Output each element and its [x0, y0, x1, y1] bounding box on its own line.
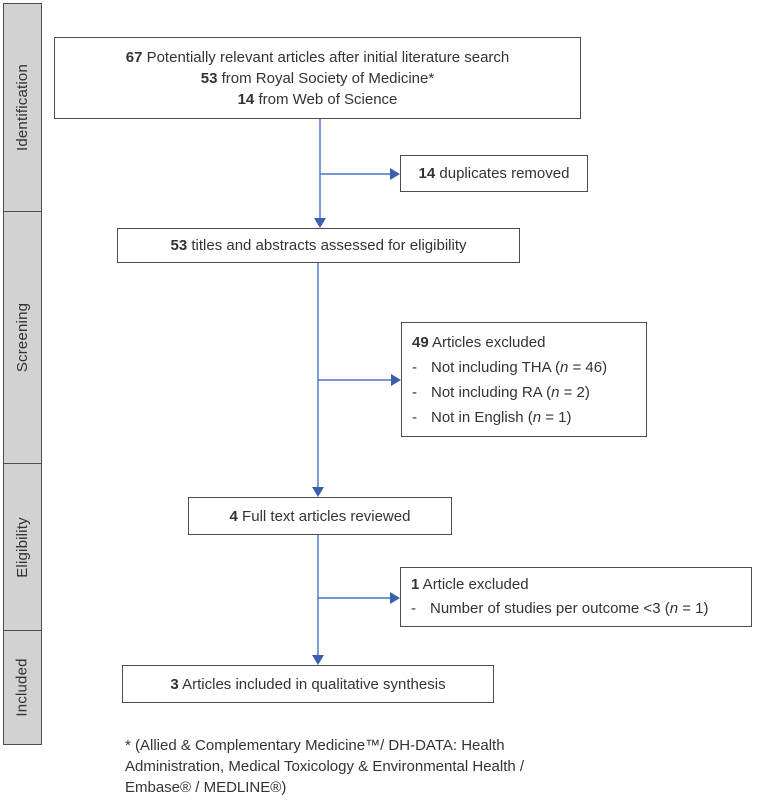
excluded-screening-item-3: - Not in English (n = 1) — [412, 405, 636, 430]
assessed-line: 53 titles and abstracts assessed for eli… — [171, 235, 467, 256]
count-excluded-screening: 49 — [412, 334, 429, 351]
arrowhead-initial-to-assessed — [314, 218, 326, 228]
item-n: n — [669, 600, 679, 617]
initial-search-line-3: 14 from Web of Science — [238, 89, 398, 110]
initial-search-text-1: Potentially relevant articles after init… — [142, 48, 510, 66]
item-post: = 1) — [541, 409, 572, 426]
item-post: = 1) — [678, 600, 709, 617]
stage-band-screening: Screening — [3, 211, 42, 464]
excluded-eligibility-title: 1 Article excluded — [411, 573, 741, 597]
fulltext-line: 4 Full text articles reviewed — [230, 506, 411, 527]
box-assessed: 53 titles and abstracts assessed for eli… — [117, 228, 520, 263]
box-included-synthesis: 3 Articles included in qualitative synth… — [122, 665, 494, 703]
count-fulltext: 4 — [229, 507, 238, 525]
bullet-dash: - — [411, 600, 416, 617]
bullet-dash: - — [412, 359, 417, 376]
count-wos: 14 — [237, 90, 255, 108]
arrowhead-branch-excluded-eligibility — [390, 592, 400, 604]
initial-search-text-3: from Web of Science — [254, 90, 398, 108]
fulltext-text: Full text articles reviewed — [237, 507, 411, 525]
footnote-line-1: * (Allied & Complementary Medicine™/ DH-… — [125, 737, 505, 754]
arrowhead-branch-excluded-screening — [391, 374, 401, 386]
excluded-screening-item-2: - Not including RA (n = 2) — [412, 380, 636, 405]
item-pre: Not including THA ( — [431, 359, 560, 376]
excluded-screening-item-3-text: Not in English (n = 1) — [431, 405, 636, 430]
excluded-screening-item-2-text: Not including RA (n = 2) — [431, 380, 636, 405]
assessed-text: titles and abstracts assessed for eligib… — [187, 237, 467, 254]
duplicates-text: duplicates removed — [435, 165, 570, 182]
footnote: * (Allied & Complementary Medicine™/ DH-… — [125, 735, 595, 798]
arrowhead-assessed-to-fulltext — [312, 487, 324, 497]
excluded-screening-item-1: - Not including THA (n = 46) — [412, 355, 636, 380]
stage-band-included: Included — [3, 630, 42, 745]
arrowhead-branch-duplicates — [390, 168, 400, 180]
count-duplicates: 14 — [418, 165, 436, 182]
duplicates-line: 14 duplicates removed — [419, 163, 570, 184]
bullet-dash: - — [412, 384, 417, 401]
included-line: 3 Articles included in qualitative synth… — [170, 674, 445, 695]
initial-search-line-2: 53 from Royal Society of Medicine* — [201, 68, 434, 89]
excluded-eligibility-title-text: Article excluded — [419, 576, 529, 593]
count-excluded-eligibility: 1 — [411, 576, 420, 593]
footnote-line-2: Administration, Medical Toxicology & Env… — [125, 758, 525, 775]
count-assessed: 53 — [170, 237, 188, 254]
initial-search-line-1: 67 Potentially relevant articles after i… — [126, 47, 510, 68]
item-n: n — [551, 384, 560, 401]
included-text: Articles included in qualitative synthes… — [178, 675, 446, 693]
item-n: n — [559, 359, 569, 376]
count-included: 3 — [170, 675, 179, 693]
item-pre: Not in English ( — [431, 409, 533, 426]
excluded-screening-item-1-text: Not including THA (n = 46) — [431, 355, 636, 380]
count-rsm: 53 — [200, 69, 218, 87]
box-initial-search: 67 Potentially relevant articles after i… — [54, 37, 581, 119]
item-post: = 2) — [559, 384, 590, 401]
excluded-screening-title: 49 Articles excluded — [412, 330, 636, 355]
arrowhead-fulltext-to-included — [312, 655, 324, 665]
bullet-dash: - — [412, 409, 417, 426]
excluded-screening-title-text: Articles excluded — [428, 334, 546, 351]
item-pre: Not including RA ( — [431, 384, 552, 401]
box-fulltext-reviewed: 4 Full text articles reviewed — [188, 497, 452, 535]
count-initial: 67 — [125, 48, 143, 66]
item-post: = 46) — [568, 359, 608, 376]
box-duplicates-removed: 14 duplicates removed — [400, 155, 588, 192]
excluded-eligibility-item-1: - Number of studies per outcome <3 (n = … — [411, 597, 741, 621]
box-excluded-screening: 49 Articles excluded - Not including THA… — [401, 322, 647, 437]
stage-band-identification: Identification — [3, 3, 42, 212]
box-excluded-eligibility: 1 Article excluded - Number of studies p… — [400, 567, 752, 627]
excluded-eligibility-item-1-text: Number of studies per outcome <3 (n = 1) — [430, 597, 741, 621]
item-n: n — [532, 409, 542, 426]
initial-search-text-2: from Royal Society of Medicine* — [217, 69, 435, 87]
footnote-line-3: Embase® / MEDLINE®) — [125, 779, 287, 796]
item-pre: Number of studies per outcome <3 ( — [430, 600, 670, 617]
